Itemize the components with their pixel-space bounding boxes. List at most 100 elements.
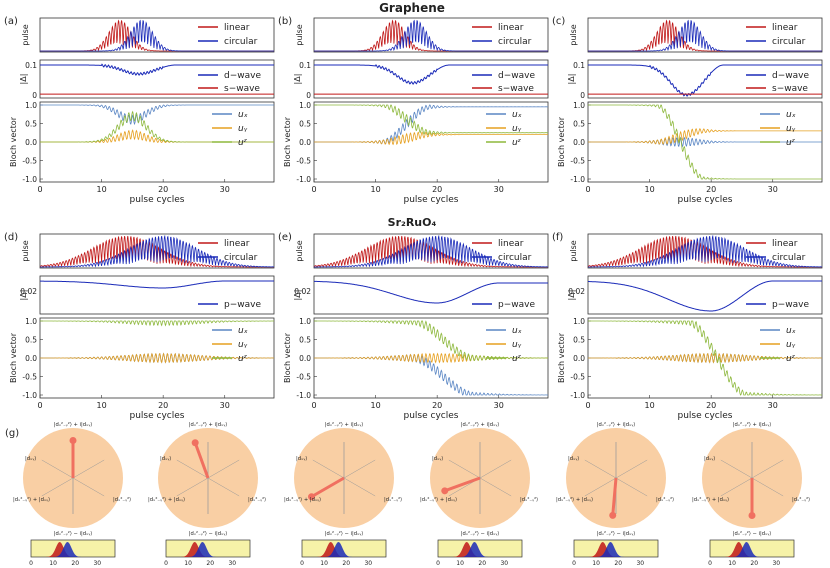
gap-ylabel: |Δ| [567, 290, 576, 301]
bloch-ylabel: Bloch vector [283, 116, 292, 167]
sphere-axis [343, 477, 376, 497]
bloch-tick-label: 1.0 [25, 317, 37, 326]
gap-tick-label: 0.02 [294, 287, 311, 296]
ux-legend-label: uₓ [238, 326, 248, 336]
bloch-tick-label: 0.0 [573, 354, 585, 363]
bloch-tick-label: -0.5 [296, 157, 311, 166]
ux-legend-label: uₓ [512, 326, 522, 336]
sphere-axis [72, 459, 105, 479]
mini-tick-label: 30 [500, 560, 508, 567]
bloch-tick-label: 1.0 [299, 101, 311, 110]
bloch-tick-label: -0.5 [570, 157, 585, 166]
sphere-label-lower-right: |dₓ²₋ᵧ²⟩ [384, 497, 402, 503]
linear-legend-label: linear [498, 239, 524, 249]
pulse-ylabel: pulse [21, 24, 30, 46]
mini-tick-label: 0 [300, 560, 304, 567]
panel-label-g: (g) [5, 428, 19, 439]
pwave-legend-label: p−wave [498, 300, 535, 310]
circular-legend-label: circular [224, 253, 258, 263]
bloch-tick-label: 0.5 [573, 336, 585, 345]
bloch-ylabel: Bloch vector [9, 116, 18, 167]
x-tick-label: 20 [158, 401, 168, 410]
gap-frame [587, 59, 823, 99]
mini-tick-label: 30 [93, 560, 101, 567]
x-tick-label: 20 [706, 185, 716, 194]
state-arrow-head [191, 439, 199, 447]
sphere-label-top: |dₓ²₋ᵧ²⟩ + i|dₓᵧ⟩ [325, 422, 364, 428]
gap-tick-label: 0.02 [568, 287, 585, 296]
sphere-axis [312, 459, 345, 479]
gap-ylabel: |Δ| [19, 290, 28, 301]
ux-legend-label: uₓ [786, 326, 796, 336]
bloch-sphere-row: |dₓ²₋ᵧ²⟩ + i|dₓᵧ⟩ |dₓ²₋ᵧ²⟩ − i|dₓᵧ⟩ |dₓᵧ⟩ |… [13, 422, 810, 567]
circular-mini-pulse [302, 542, 386, 557]
x-tick-label: 30 [494, 185, 504, 194]
pwave-gap-line [40, 280, 274, 289]
uz-legend-label: uᶻ [786, 354, 795, 364]
sphere-label-top: |dₓ²₋ᵧ²⟩ + i|dₓᵧ⟩ [54, 422, 93, 428]
sphere-axis [41, 477, 74, 497]
uy-bloch-line [40, 352, 274, 364]
x-tick-label: 10 [370, 185, 380, 194]
bloch-tick-label: 0.5 [25, 336, 37, 345]
circular-legend-label: circular [498, 37, 532, 47]
circular-pulse-line [40, 19, 274, 52]
swave-legend-label: s−wave [224, 84, 260, 94]
pwave-gap-line [314, 280, 548, 304]
mini-tick-label: 10 [456, 560, 464, 567]
mini-tick-label: 0 [164, 560, 168, 567]
sphere-label-top: |dₓ²₋ᵧ²⟩ + i|dₓᵧ⟩ [733, 422, 772, 428]
bloch-tick-label: 0.5 [573, 120, 585, 129]
circular-legend-label: circular [498, 253, 532, 263]
state-arrow [611, 477, 618, 516]
x-tick-label: 20 [706, 401, 716, 410]
pwave-legend-label: p−wave [224, 300, 261, 310]
x-tick-label: 10 [370, 401, 380, 410]
sphere-axis [751, 459, 784, 479]
dwave-legend-label: d−wave [772, 71, 809, 81]
sphere-label-lower-left: |dₓ²₋ᵧ²⟩ + |dₓᵧ⟩ [148, 497, 185, 503]
uy-legend-label: uᵧ [512, 340, 522, 350]
bloch-sphere-6: |dₓ²₋ᵧ²⟩ + i|dₓᵧ⟩|dₓ²₋ᵧ²⟩ − i|dₓᵧ⟩|dₓᵧ⟩|… [692, 422, 810, 567]
circular-pulse-line [40, 234, 275, 268]
x-tick-label: 20 [432, 401, 442, 410]
circular-mini-pulse [438, 542, 522, 557]
pulse-ylabel: pulse [569, 240, 578, 262]
pulse-ylabel: pulse [569, 24, 578, 46]
circular-pulse-line [314, 234, 549, 268]
uz-legend-label: uᶻ [512, 138, 521, 148]
x-axis-label: pulse cycles [130, 195, 185, 205]
sphere-label-top: |dₓ²₋ᵧ²⟩ + i|dₓᵧ⟩ [189, 422, 228, 428]
gap-ylabel: |Δ| [293, 74, 302, 85]
bloch-ylabel: Bloch vector [9, 332, 18, 383]
panel-label: (d) [4, 232, 18, 243]
state-arrow-head [308, 493, 316, 501]
circular-mini-pulse [166, 542, 250, 557]
uz-legend-label: uᶻ [238, 354, 247, 364]
linear-legend-label: linear [224, 23, 250, 33]
circular-mini-pulse [574, 542, 658, 557]
x-axis-label: pulse cycles [130, 411, 185, 421]
bloch-tick-label: 0.0 [299, 354, 311, 363]
sphere-label-lower-right: |dₓ²₋ᵧ²⟩ [113, 497, 131, 503]
bloch-tick-label: -1.0 [296, 175, 311, 184]
x-tick-label: 30 [768, 185, 778, 194]
swave-legend-label: s−wave [498, 84, 534, 94]
bloch-sphere-4: |dₓ²₋ᵧ²⟩ + i|dₓᵧ⟩|dₓ²₋ᵧ²⟩ − i|dₓᵧ⟩|dₓᵧ⟩|… [420, 422, 538, 567]
dwave-gap-line [40, 63, 274, 76]
sphere-label-upper-left: |dₓᵧ⟩ [432, 456, 443, 462]
sphere-label-bottom: |dₓ²₋ᵧ²⟩ − i|dₓᵧ⟩ [597, 531, 636, 537]
bloch-tick-label: 0.0 [25, 138, 37, 147]
bloch-tick-label: -0.5 [570, 373, 585, 382]
gap-ylabel: |Δ| [293, 290, 302, 301]
sphere-label-lower-right: |dₓ²₋ᵧ²⟩ [520, 497, 538, 503]
sphere-label-lower-left: |dₓ²₋ᵧ²⟩ + |dₓᵧ⟩ [420, 497, 457, 503]
panel-label: (b) [278, 16, 292, 27]
mini-tick-label: 20 [206, 560, 214, 567]
uz-bloch-line [40, 320, 274, 327]
circular-pulse-line [588, 19, 822, 52]
sphere-axis [720, 459, 753, 479]
mini-tick-label: 0 [436, 560, 440, 567]
